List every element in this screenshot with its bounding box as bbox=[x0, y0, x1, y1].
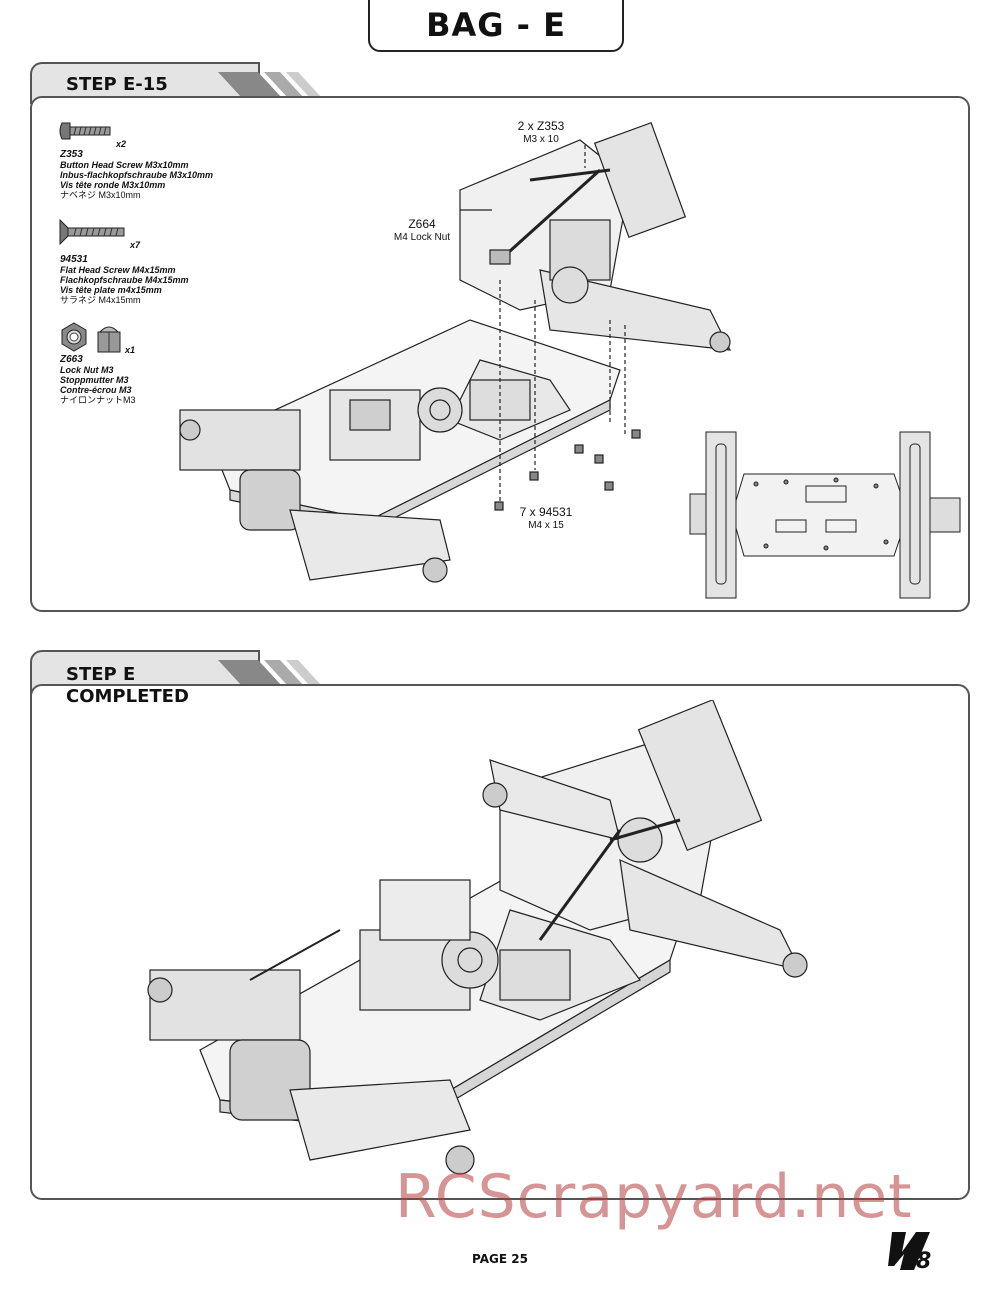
part-z663-name-en: Lock Nut M3 bbox=[60, 365, 114, 375]
part-94531-name-en: Flat Head Screw M4x15mm bbox=[60, 265, 176, 275]
callout-z664: Z664 M4 Lock Nut bbox=[383, 218, 461, 244]
part-z663-code: Z663 bbox=[60, 354, 83, 365]
callout-94531-main: 7 x 94531 bbox=[519, 505, 573, 519]
part-94531-name-jp: サラネジ M4x15mm bbox=[60, 295, 141, 305]
callout-z353-sub: M3 x 10 bbox=[523, 134, 559, 145]
callout-z664-sub: M4 Lock Nut bbox=[393, 232, 451, 243]
part-94531-description: 94531 Flat Head Screw M4x15mm Flachkopfs… bbox=[60, 254, 189, 306]
callout-z353: 2 x Z353 M3 x 10 bbox=[505, 120, 577, 146]
part-z353-name-fr: Vis tête ronde M3x10mm bbox=[60, 180, 166, 190]
part-94531-qty: x7 bbox=[130, 240, 141, 250]
chassis-top-view-illustration bbox=[689, 431, 961, 599]
callout-94531: 7 x 94531 M4 x 15 bbox=[508, 506, 584, 532]
step2-title-line1: STEP E bbox=[66, 664, 136, 685]
part-z663-qty: x1 bbox=[125, 345, 136, 355]
step2-title-line2: COMPLETED bbox=[66, 686, 189, 707]
button-head-screw-icon bbox=[59, 122, 111, 140]
step2-header-stripes bbox=[218, 660, 322, 686]
bag-title-tab: BAG - E bbox=[368, 0, 624, 52]
part-94531-name-fr: Vis tête plate m4x15mm bbox=[60, 285, 162, 295]
part-z663-name-fr: Contre-écrou M3 bbox=[60, 385, 132, 395]
part-z663-name-jp: ナイロンナットM3 bbox=[60, 395, 136, 405]
bag-title: BAG - E bbox=[426, 6, 566, 44]
part-z353-description: Z353 Button Head Screw M3x10mm Inbus-fla… bbox=[60, 149, 214, 201]
callout-z664-main: Z664 bbox=[408, 217, 436, 231]
part-z353-name-jp: ナベネジ M3x10mm bbox=[60, 190, 141, 200]
part-94531-code: 94531 bbox=[60, 254, 88, 265]
svg-text:8: 8 bbox=[916, 1249, 931, 1274]
part-z353-qty: x2 bbox=[116, 139, 127, 149]
part-94531-name-de: Flachkopfschraube M4x15mm bbox=[60, 275, 189, 285]
part-z353-code: Z353 bbox=[60, 149, 83, 160]
step2-title: STEP E COMPLETED bbox=[66, 664, 189, 708]
step1-title: STEP E-15 bbox=[66, 74, 168, 95]
part-z353-name-en: Button Head Screw M3x10mm bbox=[60, 160, 189, 170]
part-z663-description: Z663 Lock Nut M3 Stoppmutter M3 Contre-é… bbox=[60, 354, 136, 406]
watermark-text: RCScrapyard.net bbox=[395, 1162, 913, 1232]
callout-z353-main: 2 x Z353 bbox=[517, 119, 565, 133]
lock-nut-icon bbox=[61, 322, 121, 353]
callout-94531-sub: M4 x 15 bbox=[528, 520, 564, 531]
step2-completed-chassis-illustration bbox=[147, 700, 808, 1175]
part-z663-name-de: Stoppmutter M3 bbox=[60, 375, 129, 385]
part-z353-name-de: Inbus-flachkopfschraube M3x10mm bbox=[60, 170, 214, 180]
flat-head-screw-icon bbox=[59, 218, 125, 246]
brand-logo: 8 bbox=[886, 1226, 942, 1274]
brand-logo-icon: 8 bbox=[888, 1232, 931, 1274]
page-number: PAGE 25 bbox=[472, 1252, 528, 1266]
step1-chassis-illustration bbox=[179, 121, 732, 583]
step1-header-stripes bbox=[218, 72, 322, 98]
